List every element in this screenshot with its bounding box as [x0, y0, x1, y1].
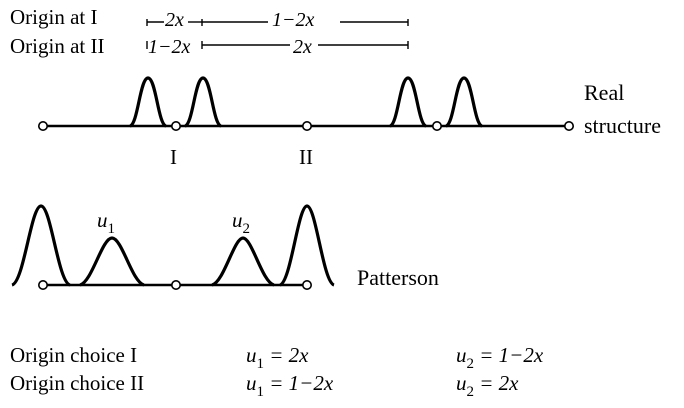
origin-II-seg2: 2x [293, 36, 312, 58]
real-structure-origins [37, 121, 574, 132]
patterson-dot-mid [171, 279, 182, 290]
u1-peak-label: u1 [97, 208, 115, 237]
origin-I-seg2: 1−2x [272, 9, 314, 31]
structure-label: structure [584, 113, 661, 138]
real-peak-3 [388, 76, 428, 128]
patterson-dot-right [301, 279, 312, 290]
origin-I-dimension: 2x 1−2x [146, 9, 409, 31]
real-peak-4 [444, 76, 484, 128]
patterson-peaks [10, 204, 336, 287]
real-label: Real [584, 80, 624, 105]
patterson-origin-peak-left [10, 204, 72, 287]
marker-I: I [170, 145, 177, 169]
row-1-u1: u1 = 2x [246, 343, 309, 372]
patterson-origins [37, 279, 312, 290]
real-peak-1 [128, 76, 168, 128]
real-origin-dot [37, 121, 48, 132]
patterson-peak-u1 [79, 236, 145, 287]
real-end-dot [563, 121, 574, 132]
real-peak-2 [183, 76, 223, 128]
u2-peak-label: u2 [232, 208, 250, 237]
origin-at-II-label: Origin at II [10, 34, 104, 58]
row-2-u1: u1 = 1−2x [246, 371, 334, 400]
row-2-choice: Origin choice II [10, 371, 144, 395]
patterson-origin-peak-right [278, 204, 336, 287]
patterson-dot-left [37, 279, 48, 290]
real-dot-I [171, 121, 182, 132]
real-structure-peaks [128, 76, 484, 128]
origin-II-dimension: 1−2x 2x [146, 36, 409, 58]
origin-I-seg1: 2x [165, 9, 184, 31]
origin-choice-table: Origin choice I u1 = 2x u2 = 1−2x Origin… [10, 343, 544, 400]
origin-II-seg1: 1−2x [148, 36, 190, 58]
origin-at-I-label: Origin at I [10, 5, 97, 29]
marker-II: II [299, 145, 313, 169]
patterson-label: Patterson [357, 265, 439, 290]
row-2-u2: u2 = 2x [456, 371, 519, 400]
real-dot-3 [431, 121, 442, 132]
real-dot-II [301, 121, 312, 132]
row-1-u2: u2 = 1−2x [456, 343, 544, 372]
patterson-peak-u2 [211, 236, 275, 287]
row-1-choice: Origin choice I [10, 343, 137, 367]
